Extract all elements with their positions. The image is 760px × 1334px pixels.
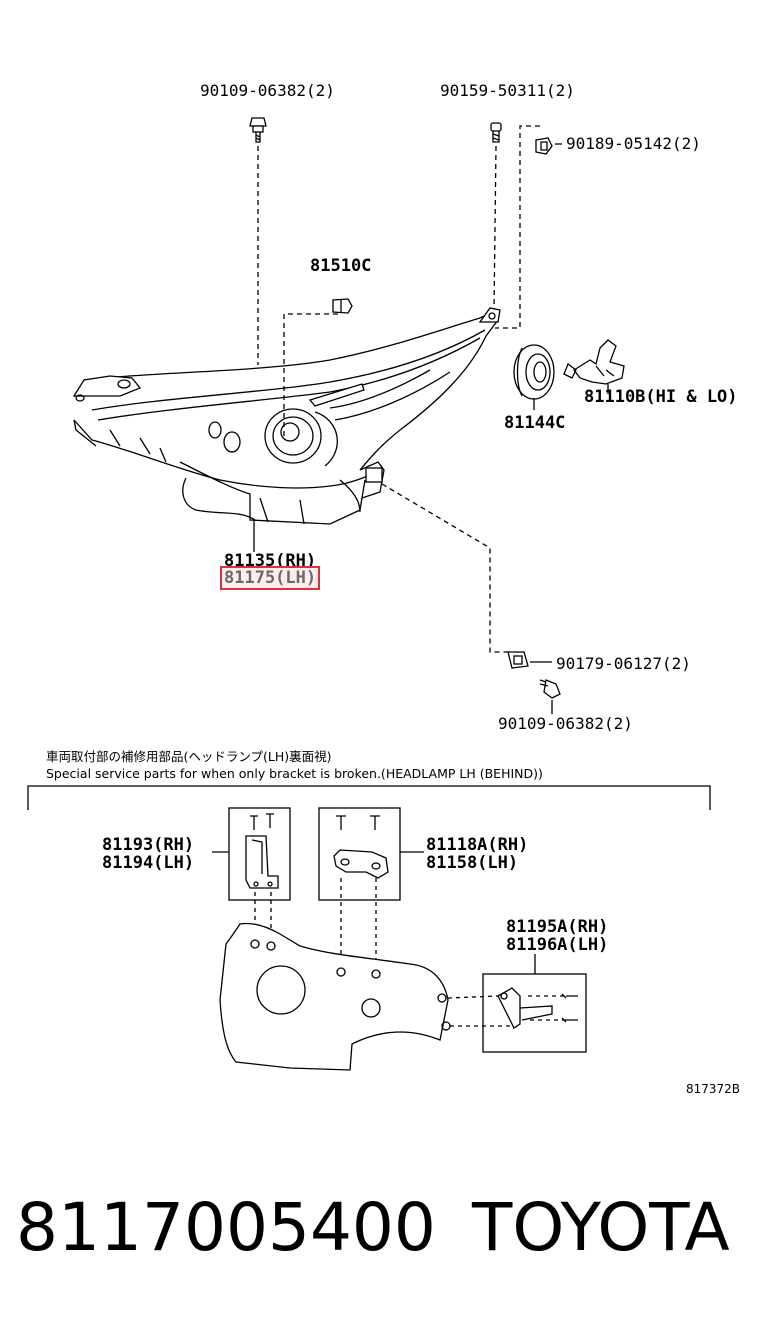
callout-bracket-a-lh[interactable]: 81194(LH) bbox=[102, 853, 195, 873]
lower-bolt-icon bbox=[539, 679, 561, 699]
bracket-a-icon bbox=[245, 813, 279, 889]
bracket-c-icon bbox=[497, 987, 578, 1029]
headlamp-assembly-icon bbox=[72, 307, 501, 525]
screw-top-right-icon bbox=[490, 122, 502, 143]
bracket-a-box bbox=[228, 807, 291, 901]
callout-nut-top-right[interactable]: 90189-05142(2) bbox=[566, 134, 701, 153]
service-note-jp: 車両取付部の補修用部品(ヘッドランプ(LH)裏面視) bbox=[46, 749, 332, 764]
rear-housing-plate-icon bbox=[219, 922, 451, 1071]
callout-screw-top-right[interactable]: 90159-50311(2) bbox=[440, 81, 575, 100]
brand-name: TOYOTA bbox=[472, 1189, 730, 1266]
callout-headlamp-rh[interactable]: 81135(RH) bbox=[224, 551, 317, 571]
small-bulb-icon bbox=[332, 298, 353, 314]
highlight-headlamp-lh[interactable]: 81175(LH) bbox=[219, 566, 321, 590]
part-number: 8117005400 bbox=[16, 1189, 436, 1266]
callout-bulb-cover[interactable]: 81144C bbox=[504, 413, 566, 433]
drawing-code: 817372B bbox=[686, 1082, 741, 1096]
callout-headlamp-lh-highlighted[interactable]: 81175(LH) bbox=[219, 566, 321, 590]
callout-bolt-top-left[interactable]: 90109-06382(2) bbox=[200, 81, 335, 100]
callout-clip-lower[interactable]: 90179-06127(2) bbox=[556, 654, 691, 673]
main-bulb-icon bbox=[563, 339, 625, 385]
callout-bolt-lower[interactable]: 90109-06382(2) bbox=[498, 714, 633, 733]
callout-bracket-c-rh[interactable]: 81195A(RH) bbox=[506, 917, 609, 937]
bracket-c-box bbox=[482, 973, 587, 1053]
callout-main-bulb[interactable]: 81110B(HI & LO) bbox=[584, 387, 738, 407]
callout-bracket-b-lh[interactable]: 81158(LH) bbox=[426, 853, 519, 873]
bolt-top-left-icon bbox=[249, 117, 267, 143]
lower-clip-icon bbox=[507, 651, 529, 669]
callout-bracket-b-rh[interactable]: 81118A(RH) bbox=[426, 835, 529, 855]
service-note-en: Special service parts for when only brac… bbox=[46, 766, 543, 781]
callout-bracket-c-lh[interactable]: 81196A(LH) bbox=[506, 935, 609, 955]
nut-top-right-icon bbox=[535, 137, 553, 155]
callout-bracket-a-rh[interactable]: 81193(RH) bbox=[102, 835, 195, 855]
bracket-b-box bbox=[318, 807, 401, 901]
bulb-cover-icon bbox=[513, 344, 555, 400]
bracket-b-icon bbox=[333, 815, 389, 879]
callout-small-bulb[interactable]: 81510C bbox=[310, 256, 372, 276]
